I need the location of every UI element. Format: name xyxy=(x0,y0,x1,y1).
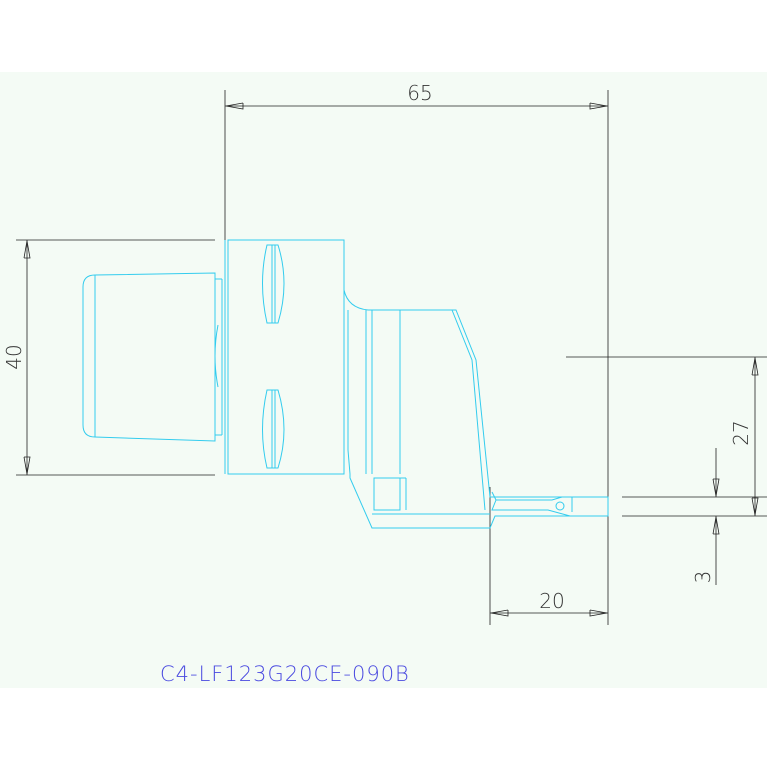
dimension-3: 3 xyxy=(622,448,767,585)
clamp-block xyxy=(224,239,345,475)
shank-body xyxy=(82,272,223,442)
dimension-65: 65 xyxy=(224,81,609,505)
dimension-27: 27 xyxy=(566,356,767,517)
dimension-40-label: 40 xyxy=(2,344,26,369)
dimension-27-label: 27 xyxy=(729,420,753,445)
dimension-40: 40 xyxy=(2,239,215,476)
part-number-label: C4-LF123G20CE-090B xyxy=(160,662,410,686)
tool-head xyxy=(343,240,609,529)
drawing-background xyxy=(0,72,767,688)
dimension-20: 20 xyxy=(489,487,609,625)
dimension-65-label: 65 xyxy=(407,81,432,105)
dimension-3-label: 3 xyxy=(691,571,715,584)
tool-holder-outline xyxy=(82,239,609,529)
dimension-20-label: 20 xyxy=(539,589,564,613)
